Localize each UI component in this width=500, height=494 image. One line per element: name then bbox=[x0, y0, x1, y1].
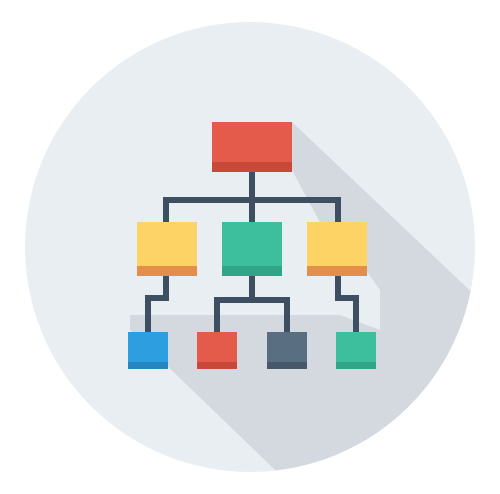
mid-node-teal-center bbox=[222, 222, 282, 276]
mid-node-yellow-left bbox=[137, 222, 197, 276]
leaf-node-green bbox=[336, 332, 376, 369]
mid-node-yellow-right bbox=[307, 222, 367, 276]
leaf-node-red bbox=[197, 332, 237, 369]
leaf-node-blue bbox=[128, 332, 168, 369]
top-node bbox=[212, 122, 292, 172]
leaf-node-slate bbox=[267, 332, 307, 369]
connector-lines bbox=[145, 167, 359, 335]
long-shadow bbox=[130, 122, 475, 472]
